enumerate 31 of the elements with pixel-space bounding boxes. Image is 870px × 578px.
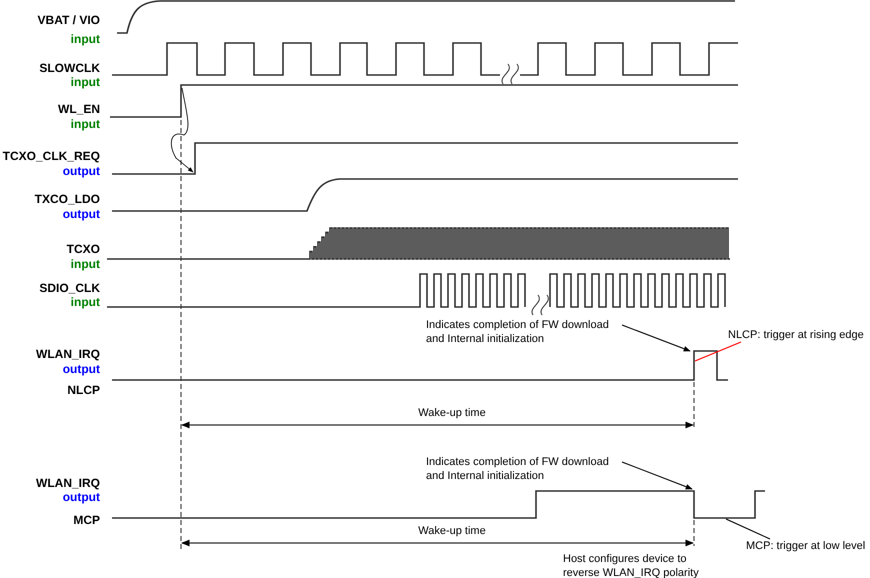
signal-name: WL_EN: [58, 102, 100, 116]
leader-line: [694, 342, 742, 362]
annotation-text: Indicates completion of FW download and Internal initialization: [426, 318, 626, 346]
direction-label: output: [62, 164, 100, 178]
annotation-text: Indicates completion of FW download and Internal initialization: [426, 455, 626, 483]
signal-name: TXCO_LDO: [34, 192, 100, 206]
direction-label: output: [62, 362, 100, 376]
annotation-text: NLCP: trigger at rising edge: [728, 328, 864, 342]
annotation-text: MCP: trigger at low level: [746, 539, 866, 553]
signal-name: SDIO_CLK: [39, 281, 100, 295]
signal-name: TCXO_CLK_REQ: [2, 149, 100, 163]
dimension-label: Wake-up time: [417, 524, 487, 538]
dimension-label: Wake-up time: [417, 406, 487, 420]
direction-label: output: [62, 207, 100, 221]
leader-line: [622, 462, 693, 490]
direction-label: output: [62, 490, 100, 504]
direction-label: input: [70, 75, 100, 89]
signal-name: VBAT / VIO: [38, 13, 100, 27]
direction-label: input: [70, 257, 100, 271]
direction-label: input: [70, 295, 100, 309]
direction-label: input: [70, 117, 100, 131]
signal-name: NLCP: [67, 383, 100, 397]
signal-name: TCXO: [66, 242, 100, 256]
leader-line: [726, 518, 770, 540]
leader-line: [622, 324, 691, 352]
direction-label: input: [70, 32, 100, 46]
signal-name: WLAN_IRQ: [36, 347, 100, 361]
signal-name: WLAN_IRQ: [36, 476, 100, 490]
note-text: Host configures device to reverse WLAN_IRQ polarity: [563, 552, 700, 578]
signal-name: SLOWCLK: [39, 61, 100, 75]
signal-name: MCP: [73, 513, 100, 527]
